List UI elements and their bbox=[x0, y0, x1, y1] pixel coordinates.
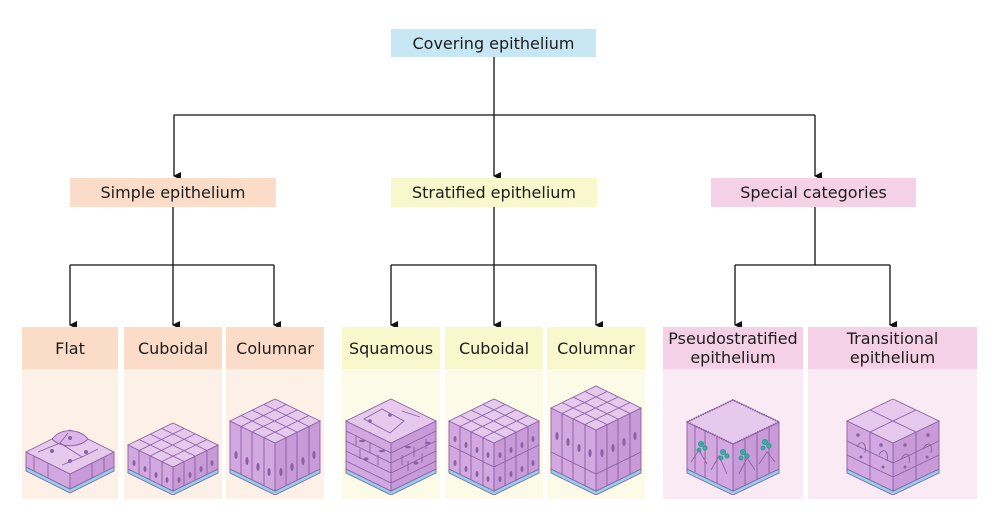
category-special-categories: Special categories bbox=[711, 178, 916, 207]
simple-cuboidal-epithelium-icon bbox=[126, 422, 220, 495]
leaf-label-line1: Pseudostratified bbox=[668, 329, 798, 348]
leaf-label: Squamous bbox=[348, 338, 434, 358]
leaf-flat: Flat bbox=[22, 327, 118, 369]
simple-flat-epithelium-icon bbox=[24, 429, 116, 494]
category-label: Stratified epithelium bbox=[411, 183, 576, 202]
category-simple-epithelium: Simple epithelium bbox=[70, 178, 276, 207]
category-label: Simple epithelium bbox=[100, 183, 246, 202]
stratified-squamous-epithelium-icon bbox=[344, 398, 438, 495]
simple-columnar-epithelium-icon bbox=[228, 398, 322, 495]
category-label: Special categories bbox=[740, 183, 887, 202]
leaf-simple-columnar: Columnar bbox=[226, 327, 324, 369]
leaf-pseudostratified: Pseudostratified epithelium bbox=[663, 327, 803, 369]
leaf-label: Columnar bbox=[557, 338, 635, 358]
leaf-label-line2: epithelium bbox=[849, 348, 936, 367]
leaf-simple-cuboidal: Cuboidal bbox=[124, 327, 222, 369]
leaf-label: Columnar bbox=[236, 338, 314, 358]
leaf-transitional: Transitional epithelium bbox=[808, 327, 977, 369]
stratified-columnar-epithelium-icon bbox=[549, 385, 643, 495]
leaf-label-line1: Transitional bbox=[846, 329, 939, 348]
stratified-cuboidal-epithelium-icon bbox=[447, 398, 541, 495]
category-stratified-epithelium: Stratified epithelium bbox=[391, 178, 597, 207]
leaf-squamous: Squamous bbox=[342, 327, 440, 369]
root-label: Covering epithelium bbox=[412, 33, 575, 53]
leaf-stratified-columnar: Columnar bbox=[547, 327, 645, 369]
leaf-label-line2: epithelium bbox=[690, 348, 776, 367]
root-node-covering-epithelium: Covering epithelium bbox=[391, 29, 596, 57]
leaf-label: Flat bbox=[55, 338, 85, 358]
leaf-label: Cuboidal bbox=[137, 338, 209, 358]
leaf-label: Cuboidal bbox=[458, 338, 530, 358]
pseudostratified-epithelium-icon bbox=[684, 398, 782, 495]
leaf-stratified-cuboidal: Cuboidal bbox=[445, 327, 543, 369]
transitional-epithelium-icon bbox=[845, 398, 941, 495]
